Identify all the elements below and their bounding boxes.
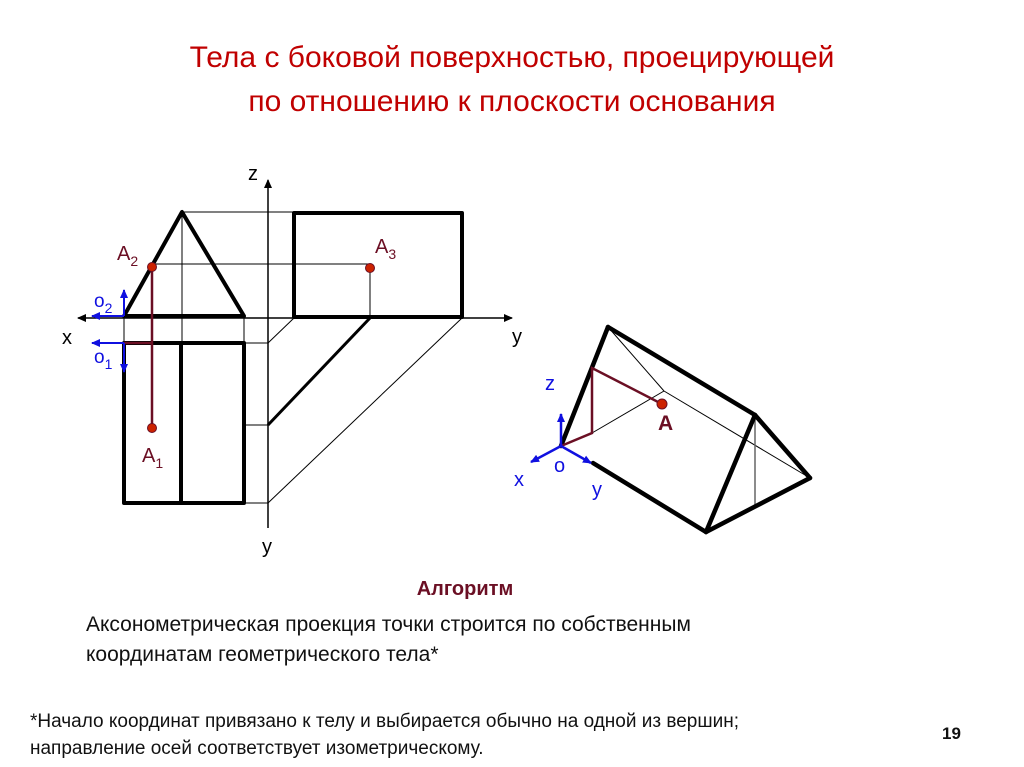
point-a2-label: A2 xyxy=(117,243,138,269)
prism-edges xyxy=(558,324,813,535)
algorithm-text: Аксонометрическая проекция точки строитс… xyxy=(86,610,691,670)
top-view-rectangle xyxy=(122,341,246,505)
footnote: *Начало координат привязано к телу и выб… xyxy=(30,708,739,762)
point-a1 xyxy=(147,423,157,433)
x-axis-label: x xyxy=(62,327,72,349)
axon-x-label: x xyxy=(514,469,524,491)
axon-origin-label: o xyxy=(554,455,565,477)
point-a1-label: A1 xyxy=(142,445,163,471)
side-fold-line xyxy=(266,316,372,427)
point-a3-label: A3 xyxy=(375,236,396,262)
z-axis-label: z xyxy=(248,163,258,185)
slide-title: Тела с боковой поверхностью, проецирующе… xyxy=(0,36,1024,124)
point-a xyxy=(656,398,668,410)
origin-o2-label: o2 xyxy=(94,291,113,316)
algorithm-line-2: координатам геометрического тела* xyxy=(86,643,439,666)
orthographic-views: z x y y o2 o1 A2 A3 A1 xyxy=(62,163,522,558)
y-axis-down-label: y xyxy=(262,536,272,558)
axon-z-label: z xyxy=(545,373,555,395)
page-number: 19 xyxy=(942,724,961,743)
axonometric-view: z x y o A xyxy=(514,324,813,535)
axon-y-label: y xyxy=(592,479,602,501)
side-view-rectangle xyxy=(292,211,464,319)
y-axis-right-label: y xyxy=(512,326,522,348)
point-a3 xyxy=(365,263,375,273)
algorithm-heading: Алгоритм xyxy=(416,578,514,600)
footnote-line-1: *Начало координат привязано к телу и выб… xyxy=(30,711,740,732)
footnote-line-2: направление осей соответствует изометрич… xyxy=(30,738,484,759)
outlines xyxy=(122,210,464,505)
title-line-2: по отношению к плоскости основания xyxy=(248,85,776,118)
origin-arrows xyxy=(91,289,128,373)
algorithm-line-1: Аксонометрическая проекция точки строитс… xyxy=(86,613,691,636)
point-projection-lines xyxy=(124,266,154,425)
point-a2 xyxy=(147,262,157,272)
origin-o1-label: o1 xyxy=(94,347,113,372)
construction-lines xyxy=(123,211,463,504)
title-line-1: Тела с боковой поверхностью, проецирующе… xyxy=(189,41,835,74)
axon-point-a-label: A xyxy=(658,412,673,435)
axonometric-axes xyxy=(530,413,592,465)
